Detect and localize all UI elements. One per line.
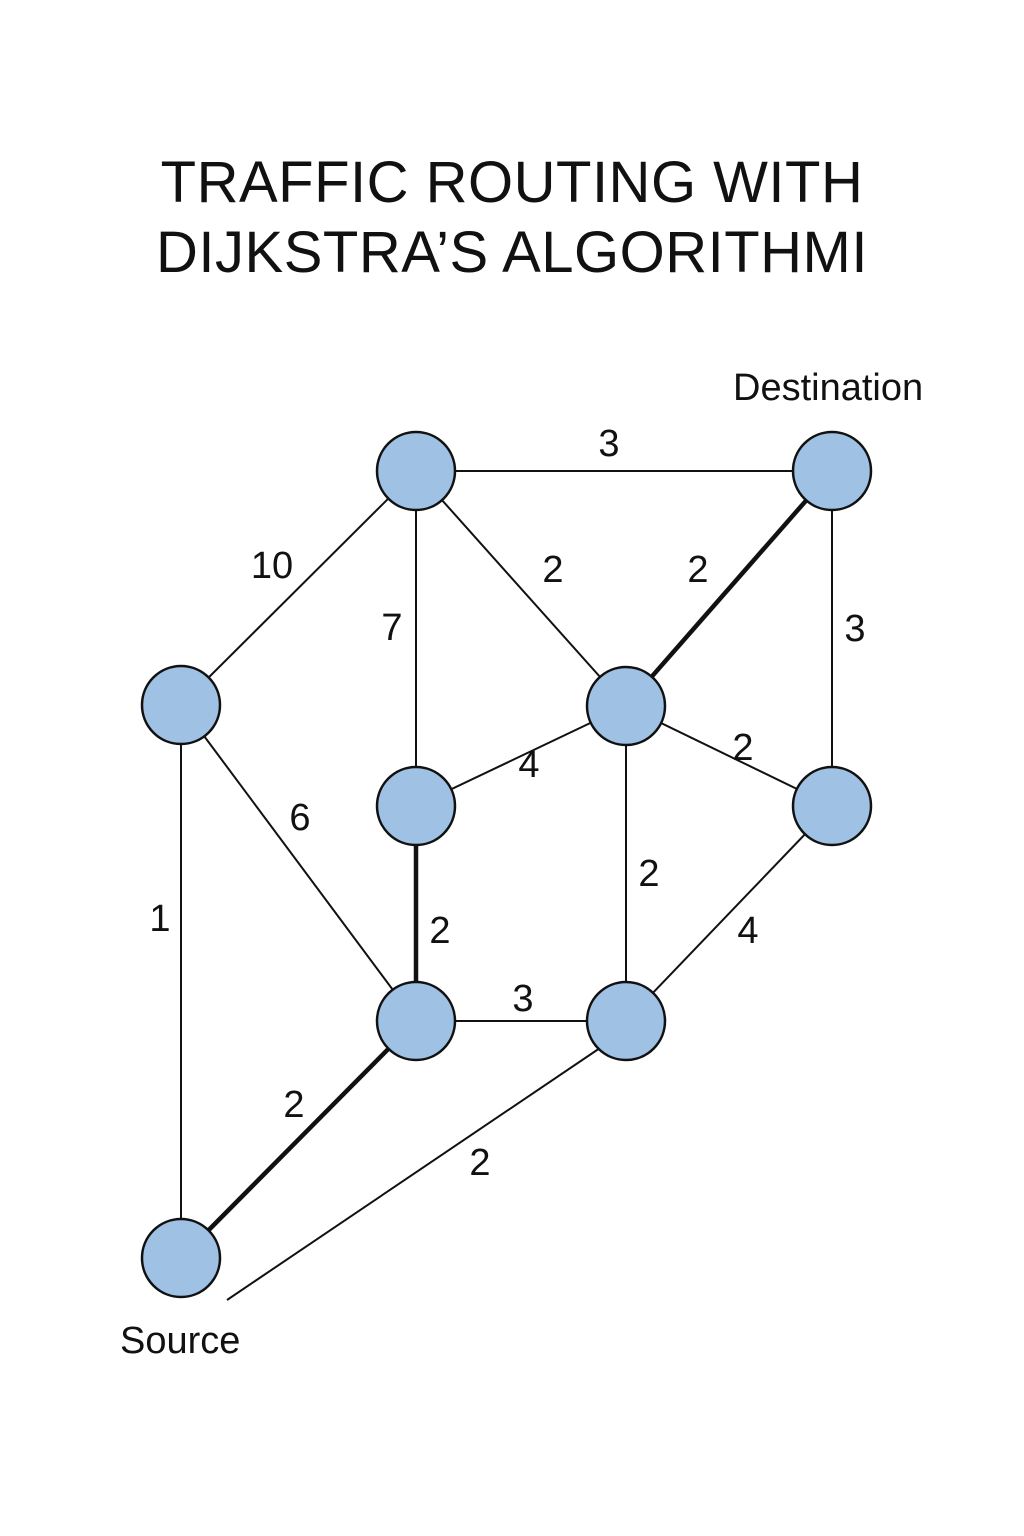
- edge-weight-center-destination: 2: [687, 549, 708, 591]
- edge-weight-destination-right: 3: [844, 608, 865, 650]
- node-center: [585, 665, 667, 747]
- source-label: Source: [120, 1320, 240, 1362]
- node-top-mid: [375, 430, 457, 512]
- edge-weight-left-top-mid: 10: [251, 545, 293, 587]
- edge-weight-left-source: 1: [149, 898, 170, 940]
- edge-weight-source-bottom-right: 2: [469, 1142, 490, 1184]
- edge-weight-mid-left-center: 4: [518, 744, 539, 786]
- edge-top-mid-center: [415, 470, 627, 707]
- edges-layer: [179, 469, 834, 1301]
- diagram-title: TRAFFIC ROUTING WITH DIJKSTRA’S ALGORITH…: [0, 148, 1024, 288]
- edge-weight-top-mid-center: 2: [542, 549, 563, 591]
- destination-label: Destination: [733, 367, 923, 409]
- edge-weight-source-bottom-left: 2: [283, 1084, 304, 1126]
- edge-weight-mid-left-bottom-left: 2: [429, 910, 450, 952]
- edge-source-bottom-left-shortest-path: [179, 1019, 418, 1260]
- node-bottom-left: [375, 980, 457, 1062]
- edge-weight-center-right: 2: [732, 727, 753, 769]
- edge-weight-left-bottom-left: 6: [289, 797, 310, 839]
- edge-left-bottom-left: [180, 704, 417, 1022]
- node-mid-left: [375, 765, 457, 847]
- edge-weight-top-mid-destination: 3: [598, 423, 619, 465]
- title-line-1: TRAFFIC ROUTING WITH: [160, 150, 864, 215]
- title-line-2: DIJKSTRA’S ALGORITHMI: [156, 220, 868, 285]
- node-right: [791, 765, 873, 847]
- edge-weight-center-bottom-right: 2: [638, 853, 659, 895]
- edge-left-top-mid: [180, 470, 417, 706]
- node-bottom-right: [585, 980, 667, 1062]
- node-left: [140, 664, 222, 746]
- weights-layer: 3 10 7 2 2 3 4 2 6 2 1 2 4 3 2 2: [149, 423, 865, 1184]
- edge-weight-bottom-left-bottom-right: 3: [512, 978, 533, 1020]
- node-source: [140, 1217, 222, 1299]
- edge-right-bottom-right: [625, 805, 833, 1022]
- nodes-layer: [140, 430, 873, 1299]
- edge-source-bottom-right: [226, 1047, 601, 1301]
- edge-weight-top-mid-mid-left: 7: [381, 607, 402, 649]
- edge-weight-right-bottom-right: 4: [737, 910, 758, 952]
- edge-center-destination-shortest-path: [624, 469, 834, 708]
- node-destination: [791, 430, 873, 512]
